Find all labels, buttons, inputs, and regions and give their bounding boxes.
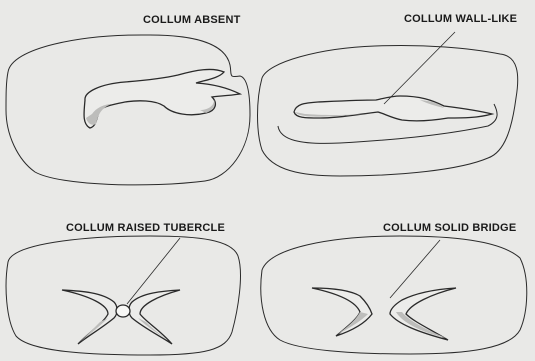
outline-solid-bridge: [261, 236, 527, 354]
leader-line-solid-bridge: [390, 240, 440, 298]
shading-tubercle-left: [80, 318, 108, 342]
panel-collum-solid-bridge: [261, 236, 527, 354]
tubercle-left-arm: [62, 290, 117, 344]
tubercle-right-arm: [129, 290, 180, 344]
panel-collum-wall-like: [258, 32, 518, 176]
keel-shape-absent: [84, 69, 240, 128]
panel-collum-absent: [6, 35, 250, 185]
panel-collum-raised-tubercle: [6, 236, 240, 355]
outline-raised-tubercle: [6, 236, 240, 355]
raised-tubercle: [116, 305, 130, 317]
wall-ridge: [294, 96, 492, 121]
bridge-left-arm: [312, 288, 372, 336]
leader-line-wall-like: [384, 32, 455, 104]
